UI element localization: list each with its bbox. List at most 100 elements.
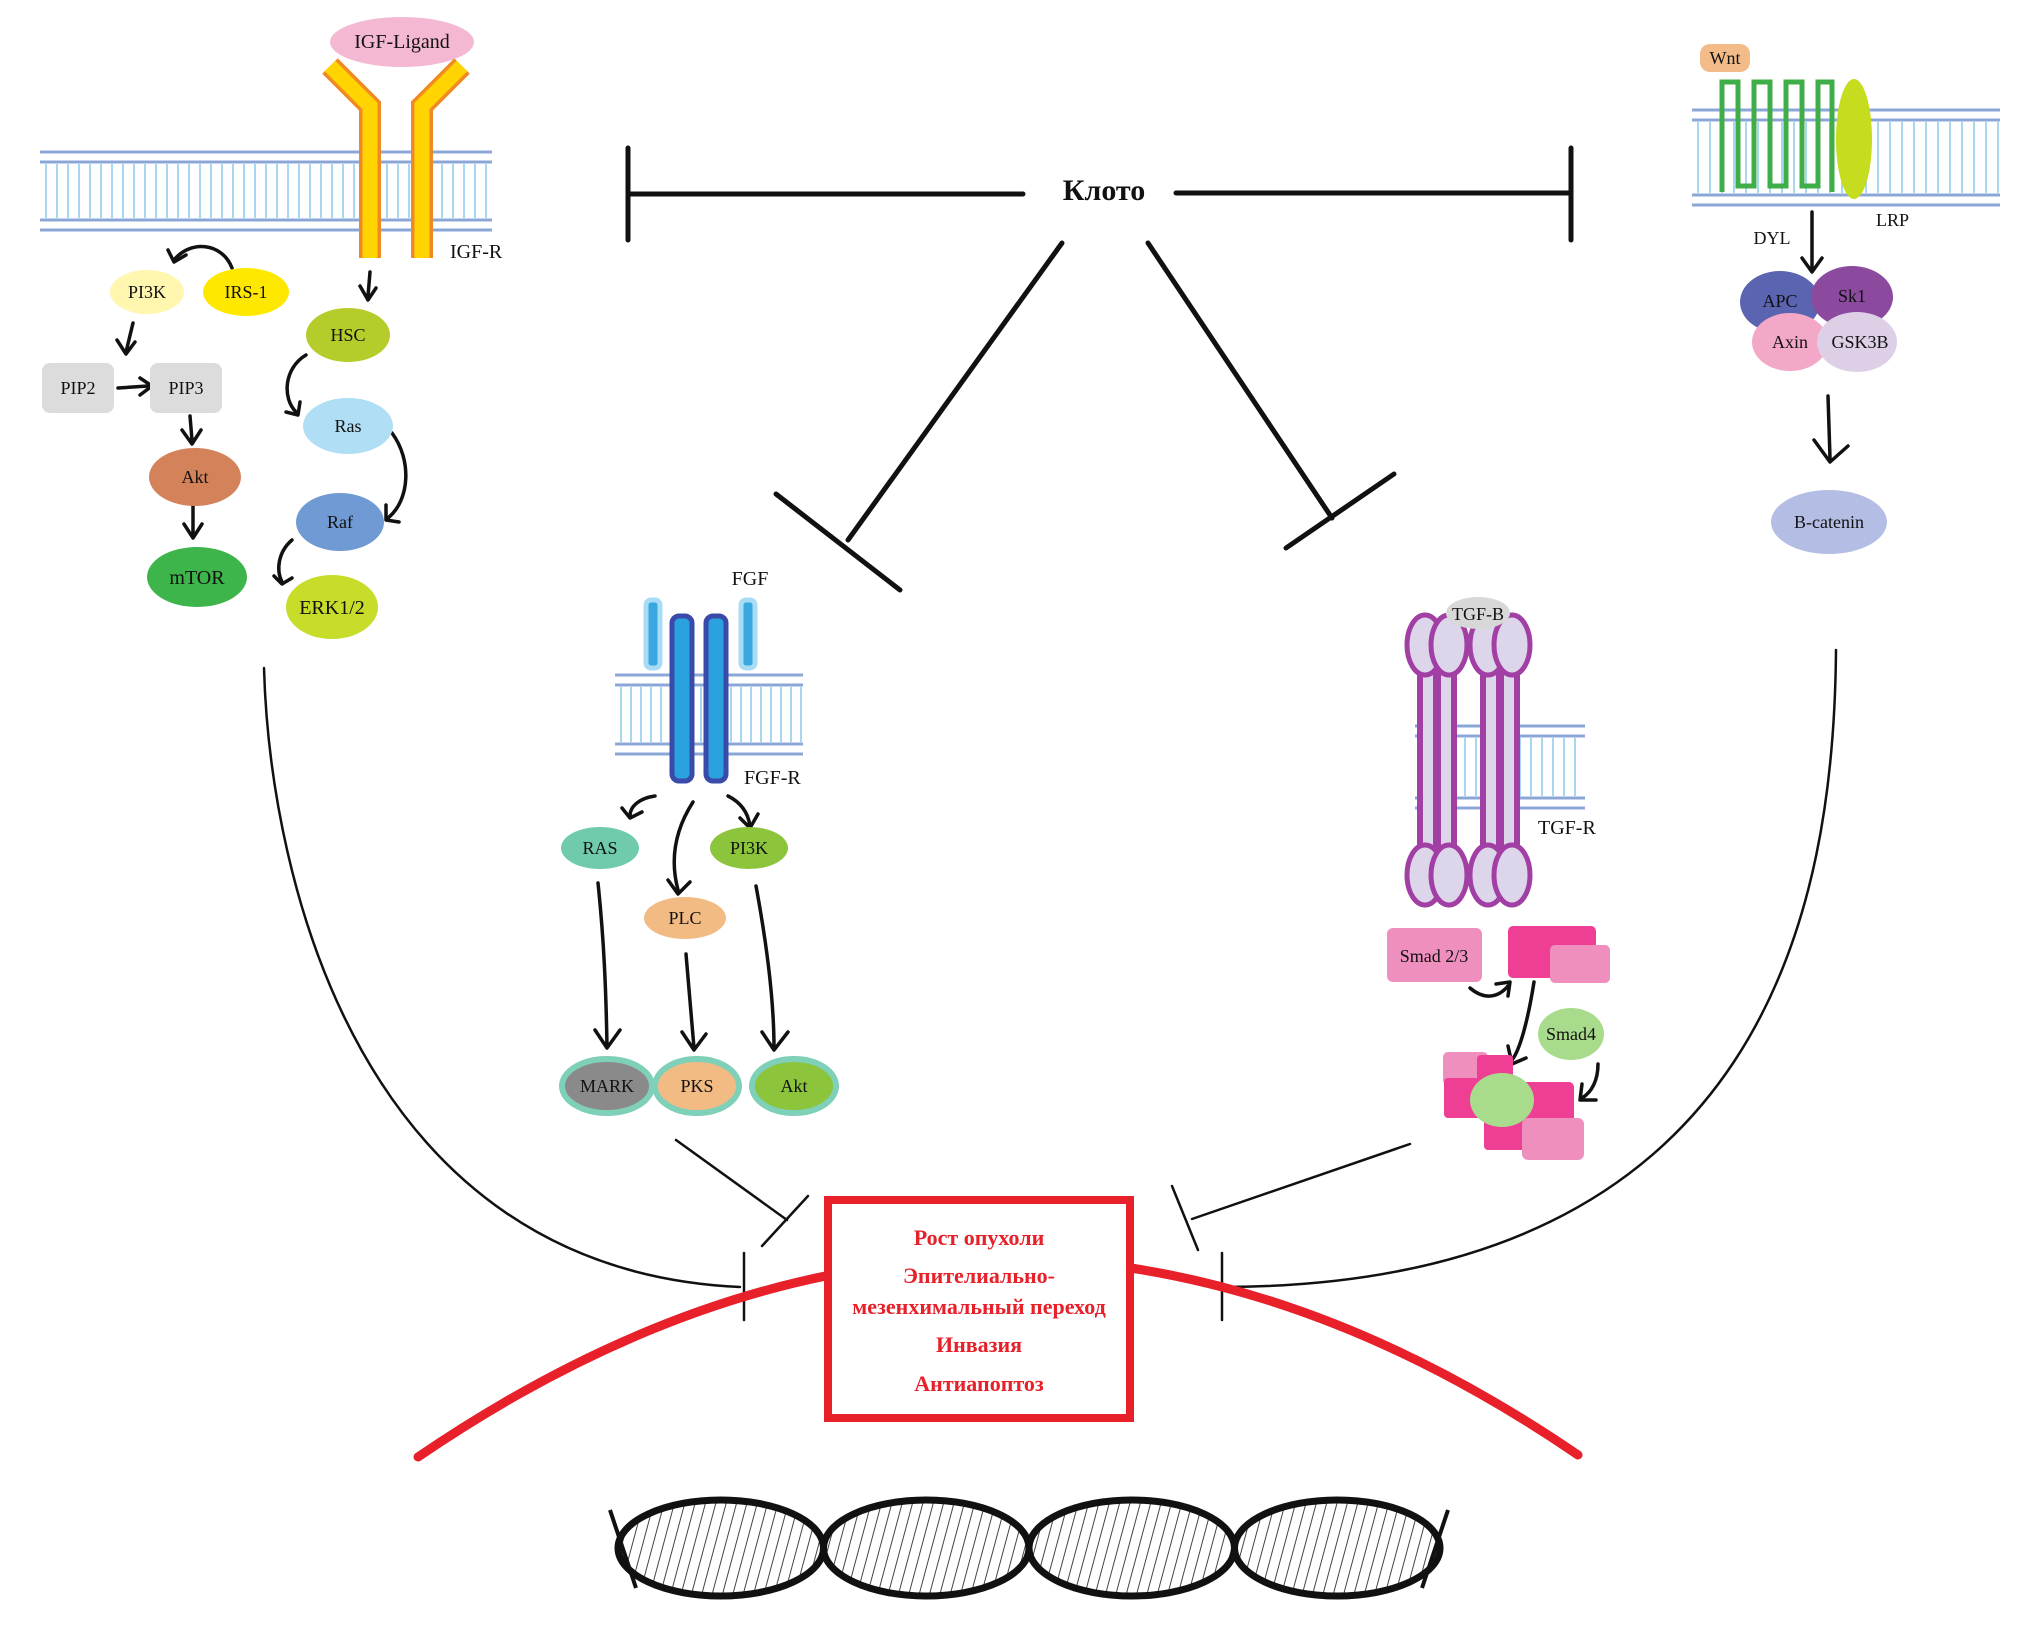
apc-label: APC xyxy=(1762,291,1797,311)
smad-dimer-light xyxy=(1550,945,1610,983)
igf-ras-label: Ras xyxy=(335,416,362,436)
tgf-ligand-label: TGF-B xyxy=(1452,604,1504,624)
pip3-to-akt-arrow xyxy=(180,414,203,446)
pip3-label: PIP3 xyxy=(168,378,203,398)
fgf-label: FGF xyxy=(732,568,769,590)
axin-label: Axin xyxy=(1772,332,1808,352)
dna-turn xyxy=(614,1496,827,1600)
tgf-receptor-label: TGF-R xyxy=(1538,817,1596,839)
pip3-node xyxy=(150,363,222,413)
plc-label: PLC xyxy=(668,908,701,928)
fgf-ligand-right xyxy=(738,597,758,671)
raf-label: Raf xyxy=(327,512,353,532)
sk1-node xyxy=(1811,266,1893,328)
fgf-pi3k-node xyxy=(710,827,788,869)
igf-ligand-node xyxy=(330,17,474,67)
pks-label: PKS xyxy=(680,1076,713,1096)
pip2-node xyxy=(42,363,114,413)
dna-turn xyxy=(820,1496,1033,1600)
destruction-complex: APC Sk1 Axin GSK3B xyxy=(1740,266,1897,372)
fgf-akt-node xyxy=(749,1056,839,1116)
bcatenin-label: B-catenin xyxy=(1794,512,1864,532)
inhibitor-bar xyxy=(760,1194,810,1248)
gsk3b-node xyxy=(1817,312,1897,372)
igf-pathway: IGF-Ligand IGF-R PI3K IRS-1 PIP2 PIP3 Ak… xyxy=(40,17,746,1322)
igf-akt-label: Akt xyxy=(182,467,209,487)
irs1-node xyxy=(203,268,289,316)
smad23-node xyxy=(1387,928,1482,982)
fgf-receptor-right xyxy=(703,613,729,784)
wnt-inhibits-outcome xyxy=(1223,648,1838,1289)
smad4-node xyxy=(1538,1008,1604,1060)
pks-node xyxy=(652,1056,742,1116)
hsc-node xyxy=(306,308,390,362)
igf-pi3k-node xyxy=(110,270,184,314)
klotho-inhibits-igf xyxy=(625,145,1026,243)
outcome-box: Рост опухоли Эпителиально- мезенхимальны… xyxy=(824,1196,1134,1422)
pi3k-to-akt-arrow xyxy=(754,884,790,1052)
raf-node xyxy=(296,493,384,551)
tgf-inhibits-outcome xyxy=(1190,1142,1412,1221)
fgf-ras-node xyxy=(561,827,639,869)
fgfr-to-pi3k-arrow xyxy=(726,794,760,830)
fgf-pi3k-label: PI3K xyxy=(730,838,768,858)
irs1-to-pi3k-arrow xyxy=(172,244,234,270)
plc-to-pks-arrow xyxy=(680,952,708,1052)
pi3k-to-pip2-arrow xyxy=(115,321,137,356)
sk1-label: Sk1 xyxy=(1838,286,1866,306)
pip2-label: PIP2 xyxy=(60,378,95,398)
dna-turn xyxy=(1025,1496,1238,1600)
igf-receptor xyxy=(322,58,470,258)
tgf-receptor-lobe xyxy=(1491,612,1533,678)
fgf-akt-label: Akt xyxy=(781,1076,808,1096)
tgf-receptor-lobe xyxy=(1428,842,1470,908)
outcome-emt-line1: Эпителиально- xyxy=(903,1263,1055,1288)
tgf-receptor-lobe xyxy=(1491,842,1533,908)
klotho-inhibits-wnt xyxy=(1173,145,1574,243)
fgf-cell-membrane xyxy=(615,673,803,756)
hsc-to-ras-arrow xyxy=(284,353,308,417)
raf-to-erk-arrow xyxy=(272,538,294,586)
ras-to-mark-arrow xyxy=(593,881,622,1050)
irs1-label: IRS-1 xyxy=(224,282,267,302)
fgfr-to-plc-arrow xyxy=(666,800,695,896)
complex-to-bcatenin-arrow xyxy=(1812,394,1850,464)
wnt-label: Wnt xyxy=(1710,48,1741,68)
receptor-to-hsc-arrow xyxy=(358,270,378,302)
fgfr-to-ras-arrow xyxy=(620,794,657,820)
dyl-label: DYL xyxy=(1754,228,1791,248)
fgf-inhibits-outcome xyxy=(674,1138,789,1222)
plc-node xyxy=(644,897,726,939)
erk-node xyxy=(286,575,378,639)
igf-receptor-label: IGF-R xyxy=(450,241,503,263)
inhibitor-bar xyxy=(1170,1184,1200,1252)
hsc-label: HSC xyxy=(330,325,365,345)
lrp-label: LRP xyxy=(1876,210,1909,230)
gsk3b-label: GSK3B xyxy=(1831,332,1888,352)
smad4-label: Smad4 xyxy=(1546,1024,1596,1044)
ras-to-raf-arrow xyxy=(384,431,408,524)
outcome-emt-line2: мезенхимальный переход xyxy=(852,1294,1105,1319)
klotho-label: Клото xyxy=(1063,174,1146,207)
wnt-pathway: Wnt DYL LRP APC Sk1 Axin GSK3B B-catenin xyxy=(1220,44,2000,1322)
fgf-receptor-label: FGF-R xyxy=(744,767,801,789)
smad-complex xyxy=(1443,1052,1584,1160)
pip2-to-pip3-arrow xyxy=(116,376,154,397)
klotho-hub: Клото xyxy=(625,145,1574,593)
klotho-inhibits-fgf xyxy=(773,240,1065,593)
dna-end xyxy=(608,1509,638,1589)
dyl-to-complex-arrow xyxy=(1800,210,1824,274)
smad4-to-complex-arrow xyxy=(1578,1062,1600,1102)
wnt-ligand-node xyxy=(1700,44,1750,72)
mtor-node xyxy=(147,547,247,607)
smad23-to-dimer-arrow xyxy=(1468,980,1512,998)
axin-node xyxy=(1752,313,1828,371)
fgf-receptor-left xyxy=(669,613,695,784)
fgf-ras-label: RAS xyxy=(582,838,617,858)
dimer-to-complex-arrow xyxy=(1506,980,1536,1066)
akt-to-mtor-arrow xyxy=(182,503,204,540)
tgf-pathway: TGF-B TGF-R Smad 2/3 Smad4 xyxy=(1170,597,1610,1252)
wnt-cell-membrane xyxy=(1692,108,2000,207)
erk-label: ERK1/2 xyxy=(299,597,365,619)
